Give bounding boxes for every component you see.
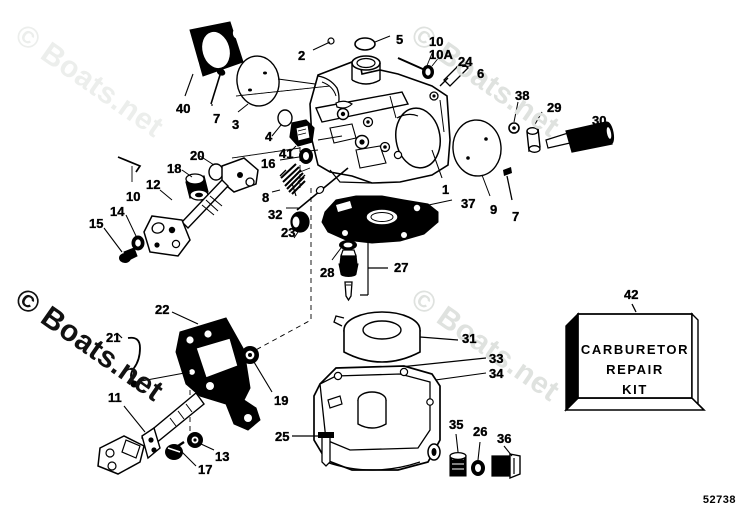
part-10-wire-pin [117,156,142,182]
part-2-leader [312,37,335,51]
part-35-main-jet [449,433,467,477]
part-42-repair-kit-box [564,303,706,412]
callout-10a: 10A [429,47,453,62]
callout-12: 12 [146,177,161,192]
callout-28: 28 [320,265,335,280]
part-38-ball [508,101,520,134]
callout-26: 26 [473,424,488,439]
part-24-needle [439,61,473,87]
callout-10-left: 10 [126,189,141,204]
part-7-screw-right [503,167,513,201]
part-21-spring-wire [117,333,191,388]
callout-7-left: 7 [213,111,221,126]
repair-kit-line-1: CARBURETOR [580,342,690,357]
part-30-adjusting-screw [545,121,615,153]
callout-7-right: 7 [512,209,520,224]
part-23-roller [290,211,310,239]
part-31-float [333,311,459,363]
callout-25: 25 [275,429,290,444]
callout-42: 42 [624,287,639,302]
part-4-detent-ball [271,109,293,137]
callout-5: 5 [396,32,404,47]
callout-6: 6 [477,66,485,81]
callout-14: 14 [110,204,125,219]
part-32-link-rod [286,167,349,211]
repair-kit-line-3: KIT [622,382,648,397]
callout-40: 40 [176,101,191,116]
callout-17: 17 [198,462,213,477]
part-28-washer [331,240,357,261]
callout-11: 11 [108,390,122,405]
part-41-hex-nut [289,119,315,153]
part-14-washer [125,214,145,251]
part-19-grommet [241,346,273,393]
diagram-reference-number: 52738 [702,494,736,506]
part-29-bushing [526,111,543,153]
callout-18: 18 [167,161,182,176]
callout-27: 27 [394,260,409,275]
callout-16: 16 [261,156,276,171]
part-5-o-ring [354,35,391,51]
callout-23: 23 [281,225,296,240]
callout-1: 1 [442,182,450,197]
float-bowl-body [313,365,441,471]
callout-39: 39 [410,210,425,225]
callout-3: 3 [232,117,240,132]
part-11-throttle-shaft [97,391,205,475]
part-12-throttle-lever [143,157,259,257]
part-20-roller [199,155,224,181]
part-1-carburetor-body [309,55,451,184]
part-9-cover-disc [452,119,502,197]
callout-13: 13 [215,449,230,464]
callout-19: 19 [274,393,289,408]
callout-9: 9 [490,202,498,217]
callout-31: 31 [462,331,477,346]
callout-41: 41 [279,146,294,161]
callout-22: 22 [155,302,170,317]
part-10a-washer [422,55,441,79]
part-16-washer [279,148,313,164]
part-36-drain-plug [491,445,521,480]
callout-20: 20 [190,148,205,163]
part-15-screw [103,227,138,263]
part-7-screw-left [210,68,226,106]
callout-21: 21 [106,330,121,345]
part-8-coil-spring [271,163,306,197]
callout-38: 38 [515,88,530,103]
callout-10-top: 10 [429,34,444,49]
part-25-bowl-screw [292,432,334,467]
part-27-needle-and-seat [338,239,388,302]
repair-kit-line-2: REPAIR [606,362,664,377]
callout-29: 29 [547,100,562,115]
part-26-washer [471,441,485,476]
callout-24: 24 [458,54,473,69]
callout-2: 2 [298,48,306,63]
callout-15: 15 [89,216,104,231]
callout-30: 30 [592,113,607,128]
callout-34: 34 [489,366,504,381]
part-13-washer [187,432,215,451]
callout-37: 37 [461,196,476,211]
callout-32: 32 [268,207,283,222]
part-40-flange-gasket [184,21,244,97]
callout-36: 36 [497,431,512,446]
callout-8: 8 [262,190,270,205]
callout-4: 4 [265,129,273,144]
part-18-bushing [181,169,209,201]
callout-33: 33 [489,351,504,366]
part-17-screw [165,441,197,467]
callout-35: 35 [449,417,464,432]
part-37-bowl-gasket [321,195,453,244]
